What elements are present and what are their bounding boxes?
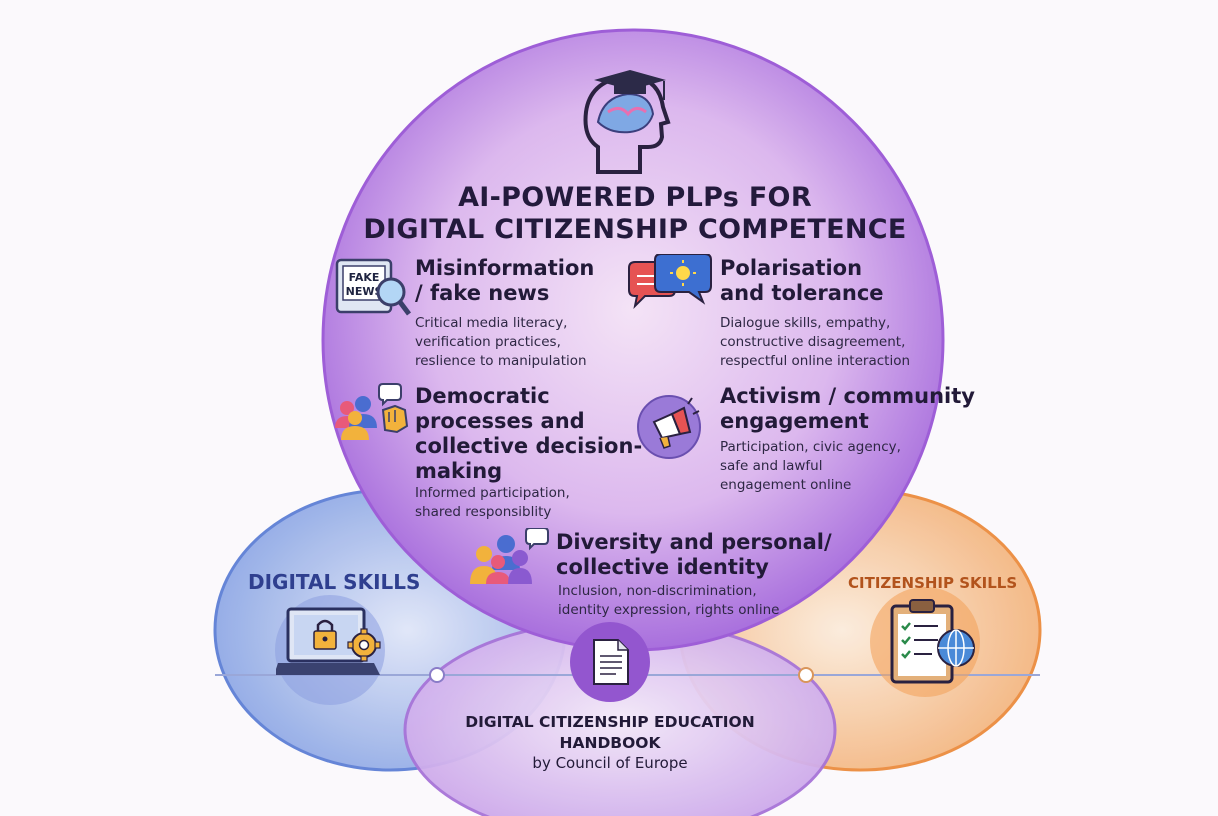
- laptop-lock-gear-icon: [274, 605, 386, 685]
- megaphone-icon: [636, 394, 702, 460]
- connector-node-right: [798, 667, 814, 683]
- topic-desc-diversity: Inclusion, non-discrimination, identity …: [558, 583, 780, 618]
- clipboard-globe-icon: [886, 598, 986, 686]
- news-label: NEWS: [346, 285, 383, 298]
- main-title-line1: AI-POWERED PLPs FOR: [458, 182, 812, 213]
- handbook-title: DIGITAL CITIZENSHIP EDUCATION HANDBOOK: [465, 713, 755, 752]
- topic-desc-democratic: Informed participation, shared responsib…: [415, 485, 570, 520]
- main-title-line2: DIGITAL CITIZENSHIP COMPETENCE: [363, 214, 907, 245]
- head-graduation-cap-icon: [568, 52, 688, 177]
- topic-desc-activism: Participation, civic agency, safe and la…: [720, 439, 901, 493]
- handbook-source: by Council of Europe: [532, 754, 688, 772]
- fake-label: FAKE: [349, 271, 380, 284]
- connector-node-left: [429, 667, 445, 683]
- topic-title-diversity: Diversity and personal/ collective ident…: [556, 530, 832, 579]
- fake-news-magnifier-icon: FAKE NEWS: [333, 252, 413, 320]
- digital-skills-label: DIGITAL SKILLS: [248, 570, 421, 594]
- topic-title-misinformation: Misinformation / fake news: [415, 256, 595, 305]
- document-icon: [592, 638, 630, 686]
- citizenship-skills-label: CITIZENSHIP SKILLS: [848, 574, 1018, 592]
- topic-title-activism: Activism / community engagement: [720, 384, 975, 433]
- topic-title-polarisation: Polarisation and tolerance: [720, 256, 884, 305]
- topic-title-democratic: Democratic processes and collective deci…: [415, 384, 643, 483]
- group-raised-fist-icon: [333, 382, 413, 442]
- speech-bubbles-icon: [625, 253, 715, 314]
- topic-desc-polarisation: Dialogue skills, empathy, constructive d…: [720, 315, 911, 369]
- diverse-people-icon: [468, 527, 550, 586]
- topic-desc-misinformation: Critical media literacy, verification pr…: [415, 315, 587, 369]
